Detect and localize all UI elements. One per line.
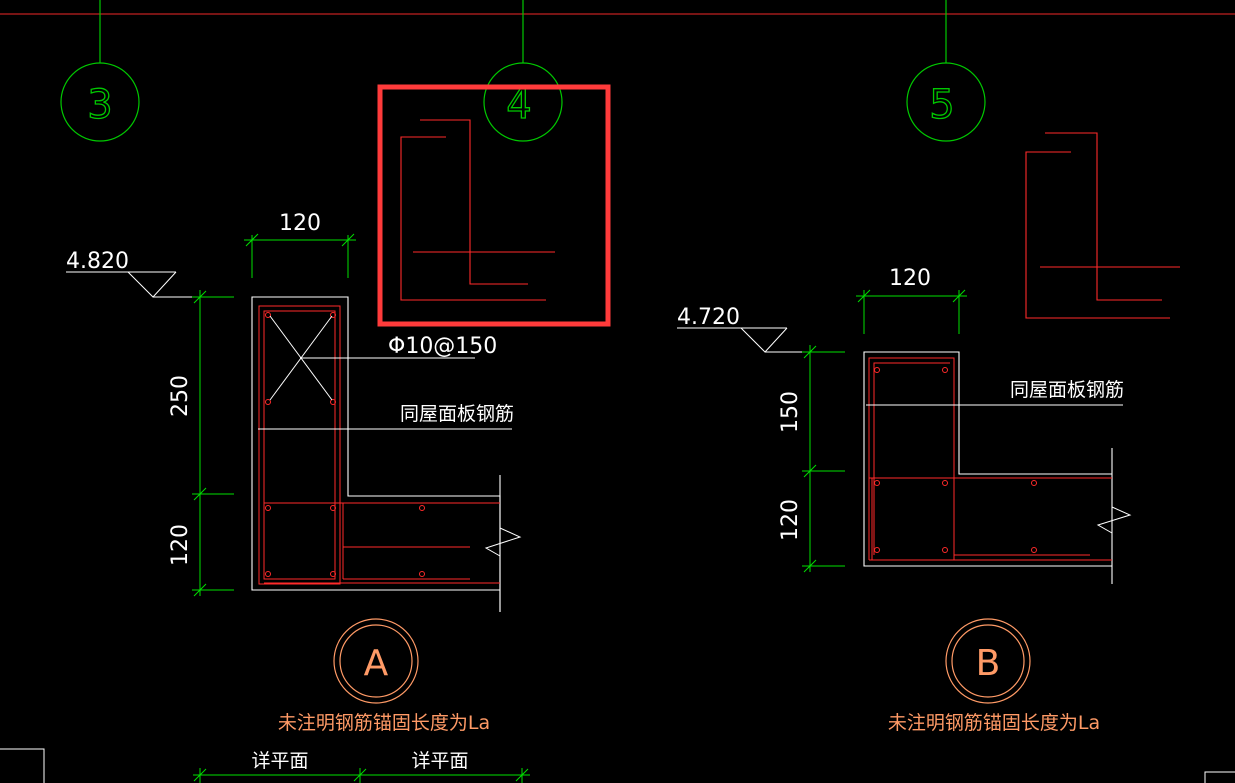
- bottom-note-1: 详平面: [251, 750, 308, 772]
- rebar-b: [868, 357, 1112, 561]
- grid-axis-label-5: 5: [929, 82, 954, 128]
- rebar-dots-a: [265, 312, 425, 577]
- detail-note-b: 未注明钢筋锚固长度为La: [888, 712, 1100, 734]
- width-dim-label-a: 120: [279, 211, 321, 236]
- grid-axis-3: 3: [60, 0, 140, 142]
- height-dimension-b: [802, 345, 845, 573]
- elevation-label-b: 4.720: [677, 305, 740, 330]
- slab-rebar-label-b: 同屋面板钢筋: [1010, 379, 1124, 401]
- beam-outline-b: [863, 351, 1112, 567]
- elevation-marker-b: 4.720: [677, 305, 805, 353]
- corner-fragment-right: [1204, 771, 1235, 783]
- break-line-b: [1096, 506, 1132, 534]
- section-a: 4.820 Φ1: [0, 211, 530, 783]
- rebar-dots-b: [874, 367, 1037, 553]
- height-dimension-a: [192, 290, 234, 597]
- height-dim-lower-a: 120: [168, 524, 193, 566]
- slab-rebar-label-a: 同屋面板钢筋: [400, 403, 514, 425]
- width-dimension-a: [244, 233, 356, 278]
- height-dim-upper-b: 150: [778, 391, 803, 433]
- grid-axis-5: 5: [906, 0, 986, 142]
- rebar-sketch-right: [1025, 132, 1180, 319]
- rebar-a: [258, 305, 500, 585]
- height-dim-upper-a: 250: [168, 375, 193, 417]
- stirrup-label-a: Φ10@150: [388, 334, 497, 359]
- detail-mark-a: A: [364, 643, 389, 684]
- corner-fragment: [0, 748, 45, 783]
- break-line-a: [484, 527, 522, 557]
- width-dimension-b: [856, 289, 967, 334]
- rebar-sketch-highlighted: [400, 119, 555, 301]
- elevation-marker-a: 4.820: [66, 249, 196, 298]
- grid-axis-4: 4: [483, 0, 563, 142]
- detail-mark-b: B: [976, 643, 1001, 684]
- detail-mark-circle-a: [333, 618, 419, 704]
- section-b: 4.720 同屋面板钢筋 120: [677, 266, 1235, 783]
- detail-note-a: 未注明钢筋锚固长度为La: [278, 712, 490, 734]
- bottom-note-2: 详平面: [411, 750, 468, 772]
- bottom-dimension: [193, 768, 530, 783]
- detail-mark-circle-b: [945, 618, 1031, 704]
- grid-axis-label-3: 3: [87, 82, 112, 128]
- highlight-box: [377, 84, 611, 327]
- elevation-label-a: 4.820: [66, 249, 129, 274]
- width-dim-label-b: 120: [889, 266, 931, 291]
- height-dim-lower-b: 120: [778, 499, 803, 541]
